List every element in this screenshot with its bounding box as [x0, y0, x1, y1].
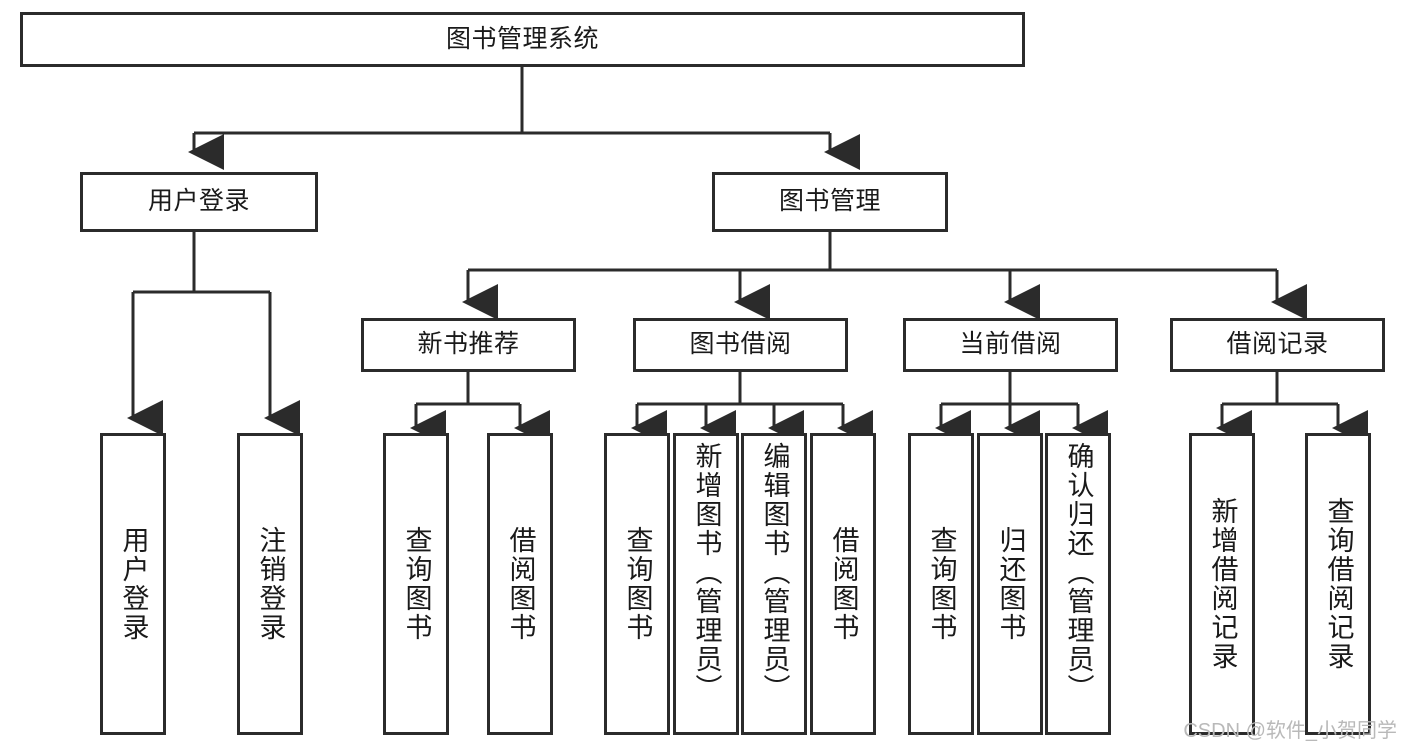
- node-book-borrow-label: 图书借阅: [689, 330, 792, 359]
- node-borrow-record[interactable]: 借阅记录: [1170, 318, 1385, 372]
- leaf-add-record[interactable]: 新增借阅记录: [1189, 433, 1255, 735]
- leaf-query-book-2-label: 查询图书: [622, 526, 653, 642]
- leaf-query-book-3-label: 查询图书: [926, 526, 957, 642]
- node-borrow-record-label: 借阅记录: [1226, 330, 1329, 359]
- node-book-borrow[interactable]: 图书借阅: [633, 318, 848, 372]
- leaf-user-logout-label: 注销登录: [255, 526, 286, 642]
- node-root[interactable]: 图书管理系统: [20, 12, 1025, 67]
- leaf-borrow-book-2[interactable]: 借阅图书: [810, 433, 876, 735]
- leaf-user-login-label: 用户登录: [118, 526, 149, 642]
- node-new-book-recommend[interactable]: 新书推荐: [361, 318, 576, 372]
- leaf-confirm-return[interactable]: 确认归还（管理员）: [1045, 433, 1111, 735]
- node-root-label: 图书管理系统: [445, 24, 599, 53]
- leaf-add-book[interactable]: 新增图书（管理员）: [673, 433, 739, 735]
- leaf-query-book-1-label: 查询图书: [401, 526, 432, 642]
- node-current-borrow-label: 当前借阅: [959, 330, 1062, 359]
- leaf-borrow-book-1[interactable]: 借阅图书: [487, 433, 553, 735]
- leaf-add-record-label: 新增借阅记录: [1207, 497, 1238, 671]
- csdn-watermark: CSDN @软件_小贺同学: [1183, 720, 1397, 742]
- leaf-query-book-2[interactable]: 查询图书: [604, 433, 670, 735]
- leaf-query-book-3[interactable]: 查询图书: [908, 433, 974, 735]
- leaf-return-book-label: 归还图书: [995, 526, 1026, 642]
- node-book-management[interactable]: 图书管理: [712, 172, 948, 232]
- leaf-query-book-1[interactable]: 查询图书: [383, 433, 449, 735]
- leaf-confirm-return-label: 确认归还（管理员）: [1063, 442, 1094, 703]
- leaf-edit-book-label: 编辑图书（管理员）: [759, 442, 790, 703]
- node-user-login[interactable]: 用户登录: [80, 172, 318, 232]
- leaf-user-login[interactable]: 用户登录: [100, 433, 166, 735]
- leaf-borrow-book-2-label: 借阅图书: [828, 526, 859, 642]
- leaf-query-record-label: 查询借阅记录: [1323, 497, 1354, 671]
- node-current-borrow[interactable]: 当前借阅: [903, 318, 1118, 372]
- leaf-edit-book[interactable]: 编辑图书（管理员）: [741, 433, 807, 735]
- leaf-user-logout[interactable]: 注销登录: [237, 433, 303, 735]
- leaf-query-record[interactable]: 查询借阅记录: [1305, 433, 1371, 735]
- node-user-login-label: 用户登录: [147, 187, 250, 216]
- node-new-book-recommend-label: 新书推荐: [417, 330, 520, 359]
- node-book-management-label: 图书管理: [778, 187, 881, 216]
- leaf-return-book[interactable]: 归还图书: [977, 433, 1043, 735]
- leaf-add-book-label: 新增图书（管理员）: [691, 442, 722, 703]
- leaf-borrow-book-1-label: 借阅图书: [505, 526, 536, 642]
